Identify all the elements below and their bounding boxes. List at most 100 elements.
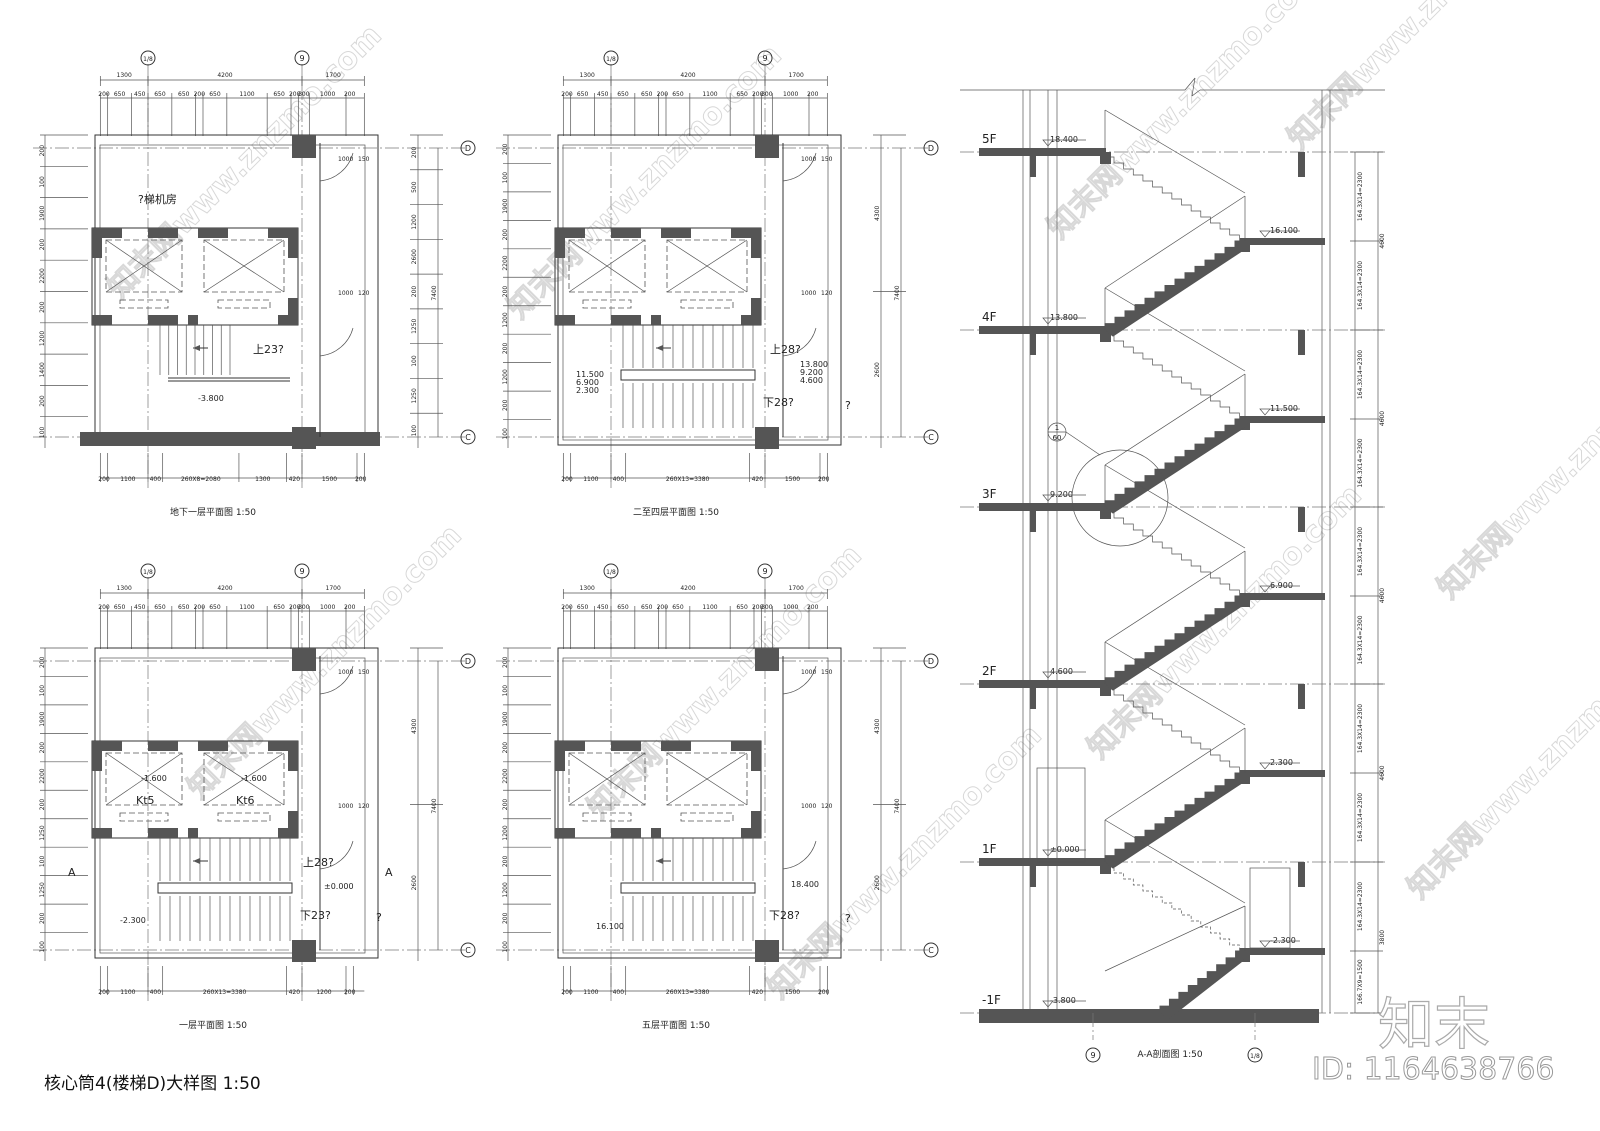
top-dimension: 1700 bbox=[326, 72, 341, 79]
plan-title: 二至四层平面图 1:50 bbox=[633, 507, 719, 518]
top-dimension: 650 bbox=[209, 604, 221, 611]
floor-elevation: 13.800 bbox=[1050, 313, 1078, 322]
floor-elevation: 18.400 bbox=[1050, 135, 1078, 144]
floor-slab bbox=[979, 148, 1106, 156]
bottom-dimension: 400 bbox=[150, 989, 162, 996]
handrail-line bbox=[1104, 727, 1246, 821]
plan-annotation: 9.200 bbox=[800, 368, 823, 377]
bottom-dimension: 200 bbox=[561, 476, 573, 483]
outer-wall bbox=[557, 647, 842, 959]
top-dimension: 300 bbox=[298, 91, 310, 98]
shear-wall bbox=[268, 228, 298, 238]
foundation-slab bbox=[979, 1009, 1319, 1023]
shear-wall bbox=[651, 828, 661, 838]
handrail-line bbox=[1104, 195, 1246, 289]
axis-9-label: 9 bbox=[762, 54, 767, 63]
stair-beam bbox=[1100, 152, 1111, 164]
axis-1-8-bubble bbox=[140, 50, 156, 66]
axis-9-label: 9 bbox=[1090, 1051, 1095, 1060]
plan-annotation: 13.800 bbox=[800, 360, 828, 369]
shear-wall bbox=[92, 741, 102, 771]
shear-wall bbox=[731, 741, 761, 751]
door-dimension: 1000 bbox=[801, 669, 816, 676]
elevator-door-sill bbox=[582, 299, 632, 309]
watermark-text: 知末网www.znzmo.com bbox=[1281, 0, 1569, 156]
axis-9-bubble bbox=[294, 563, 310, 579]
top-dimension: 200 bbox=[807, 91, 819, 98]
flight-dimension: 164.3X14=2300 bbox=[1357, 793, 1364, 842]
axis-C-label: C bbox=[465, 433, 471, 442]
landing-slab bbox=[1245, 770, 1325, 777]
left-dimension: 1200 bbox=[39, 331, 46, 346]
top-dimension: 1100 bbox=[702, 604, 717, 611]
top-dimension: 450 bbox=[134, 604, 146, 611]
shear-wall bbox=[268, 741, 298, 751]
bottom-dimension: 260X13=3380 bbox=[203, 989, 247, 996]
right-dimension: 1250 bbox=[411, 318, 418, 333]
shear-wall bbox=[555, 828, 575, 838]
top-dimension: 450 bbox=[134, 91, 146, 98]
detail-leader bbox=[1065, 431, 1101, 456]
landing-slab bbox=[1245, 238, 1325, 245]
left-dimension: 200 bbox=[39, 145, 46, 157]
top-dimension: 1100 bbox=[239, 604, 254, 611]
top-dimension: 1000 bbox=[783, 604, 798, 611]
left-dimension: 200 bbox=[39, 395, 46, 407]
right-dimension: 1250 bbox=[411, 388, 418, 403]
door-elevation bbox=[1036, 767, 1086, 863]
flight-dimension: 164.3X14=2300 bbox=[1357, 172, 1364, 221]
shear-wall bbox=[92, 315, 112, 325]
top-dimension: 1700 bbox=[326, 585, 341, 592]
flight-dimension: 164.3X14=2300 bbox=[1357, 527, 1364, 576]
axis-1-8-label: 1/8 bbox=[606, 569, 616, 576]
axis-D-bubble bbox=[460, 653, 476, 669]
top-dimension: 4200 bbox=[680, 72, 695, 79]
axis-9-bubble bbox=[757, 563, 773, 579]
top-dimension: 1700 bbox=[789, 72, 804, 79]
elevation-marker bbox=[1259, 585, 1300, 593]
left-dimension: 100 bbox=[502, 428, 509, 440]
top-dimension: 650 bbox=[617, 604, 629, 611]
axis-9-label: 9 bbox=[762, 567, 767, 576]
stair-handrail bbox=[620, 369, 756, 381]
beam bbox=[1298, 507, 1305, 532]
top-dimension: 1700 bbox=[789, 585, 804, 592]
floor-label: 1F bbox=[982, 842, 997, 856]
shear-wall bbox=[288, 741, 298, 771]
axis-9-bubble bbox=[294, 50, 310, 66]
stair-beam bbox=[1100, 862, 1111, 874]
left-dimension: 100 bbox=[39, 176, 46, 188]
elevator-car bbox=[105, 239, 183, 293]
elevation-marker bbox=[1259, 940, 1300, 948]
shear-wall bbox=[751, 228, 761, 258]
axis-C-label: C bbox=[465, 946, 471, 955]
stair-beam bbox=[1100, 330, 1111, 342]
landing-elevation: 16.100 bbox=[1270, 226, 1298, 235]
door-swing-arc bbox=[319, 840, 354, 870]
shear-wall bbox=[555, 228, 565, 258]
column bbox=[755, 648, 779, 671]
door-dimension: 120 bbox=[358, 803, 370, 810]
plan-annotation: A bbox=[385, 866, 393, 879]
bottom-dimension: 1200 bbox=[316, 989, 331, 996]
top-dimension: 650 bbox=[641, 91, 653, 98]
right-dimension: 100 bbox=[411, 425, 418, 437]
column bbox=[755, 427, 779, 449]
top-dimension: 200 bbox=[344, 91, 356, 98]
bottom-dimension: 1100 bbox=[120, 476, 135, 483]
shear-wall bbox=[288, 298, 298, 325]
left-dimension: 100 bbox=[39, 941, 46, 953]
plan-annotation: 6.900 bbox=[576, 378, 599, 387]
shear-wall bbox=[661, 741, 691, 751]
plan-annotation: A bbox=[68, 866, 76, 879]
watermark-text: 知末网www.znzmo.com bbox=[181, 518, 469, 806]
top-dimension: 4200 bbox=[217, 585, 232, 592]
bottom-dimension: 200 bbox=[818, 989, 830, 996]
shear-wall bbox=[611, 315, 641, 325]
watermark-text: 知末网www.znzmo.com bbox=[1041, 0, 1329, 246]
elevator-door-sill bbox=[217, 812, 271, 822]
bottom-dimension: 200 bbox=[561, 989, 573, 996]
left-dimension: 1250 bbox=[39, 882, 46, 897]
